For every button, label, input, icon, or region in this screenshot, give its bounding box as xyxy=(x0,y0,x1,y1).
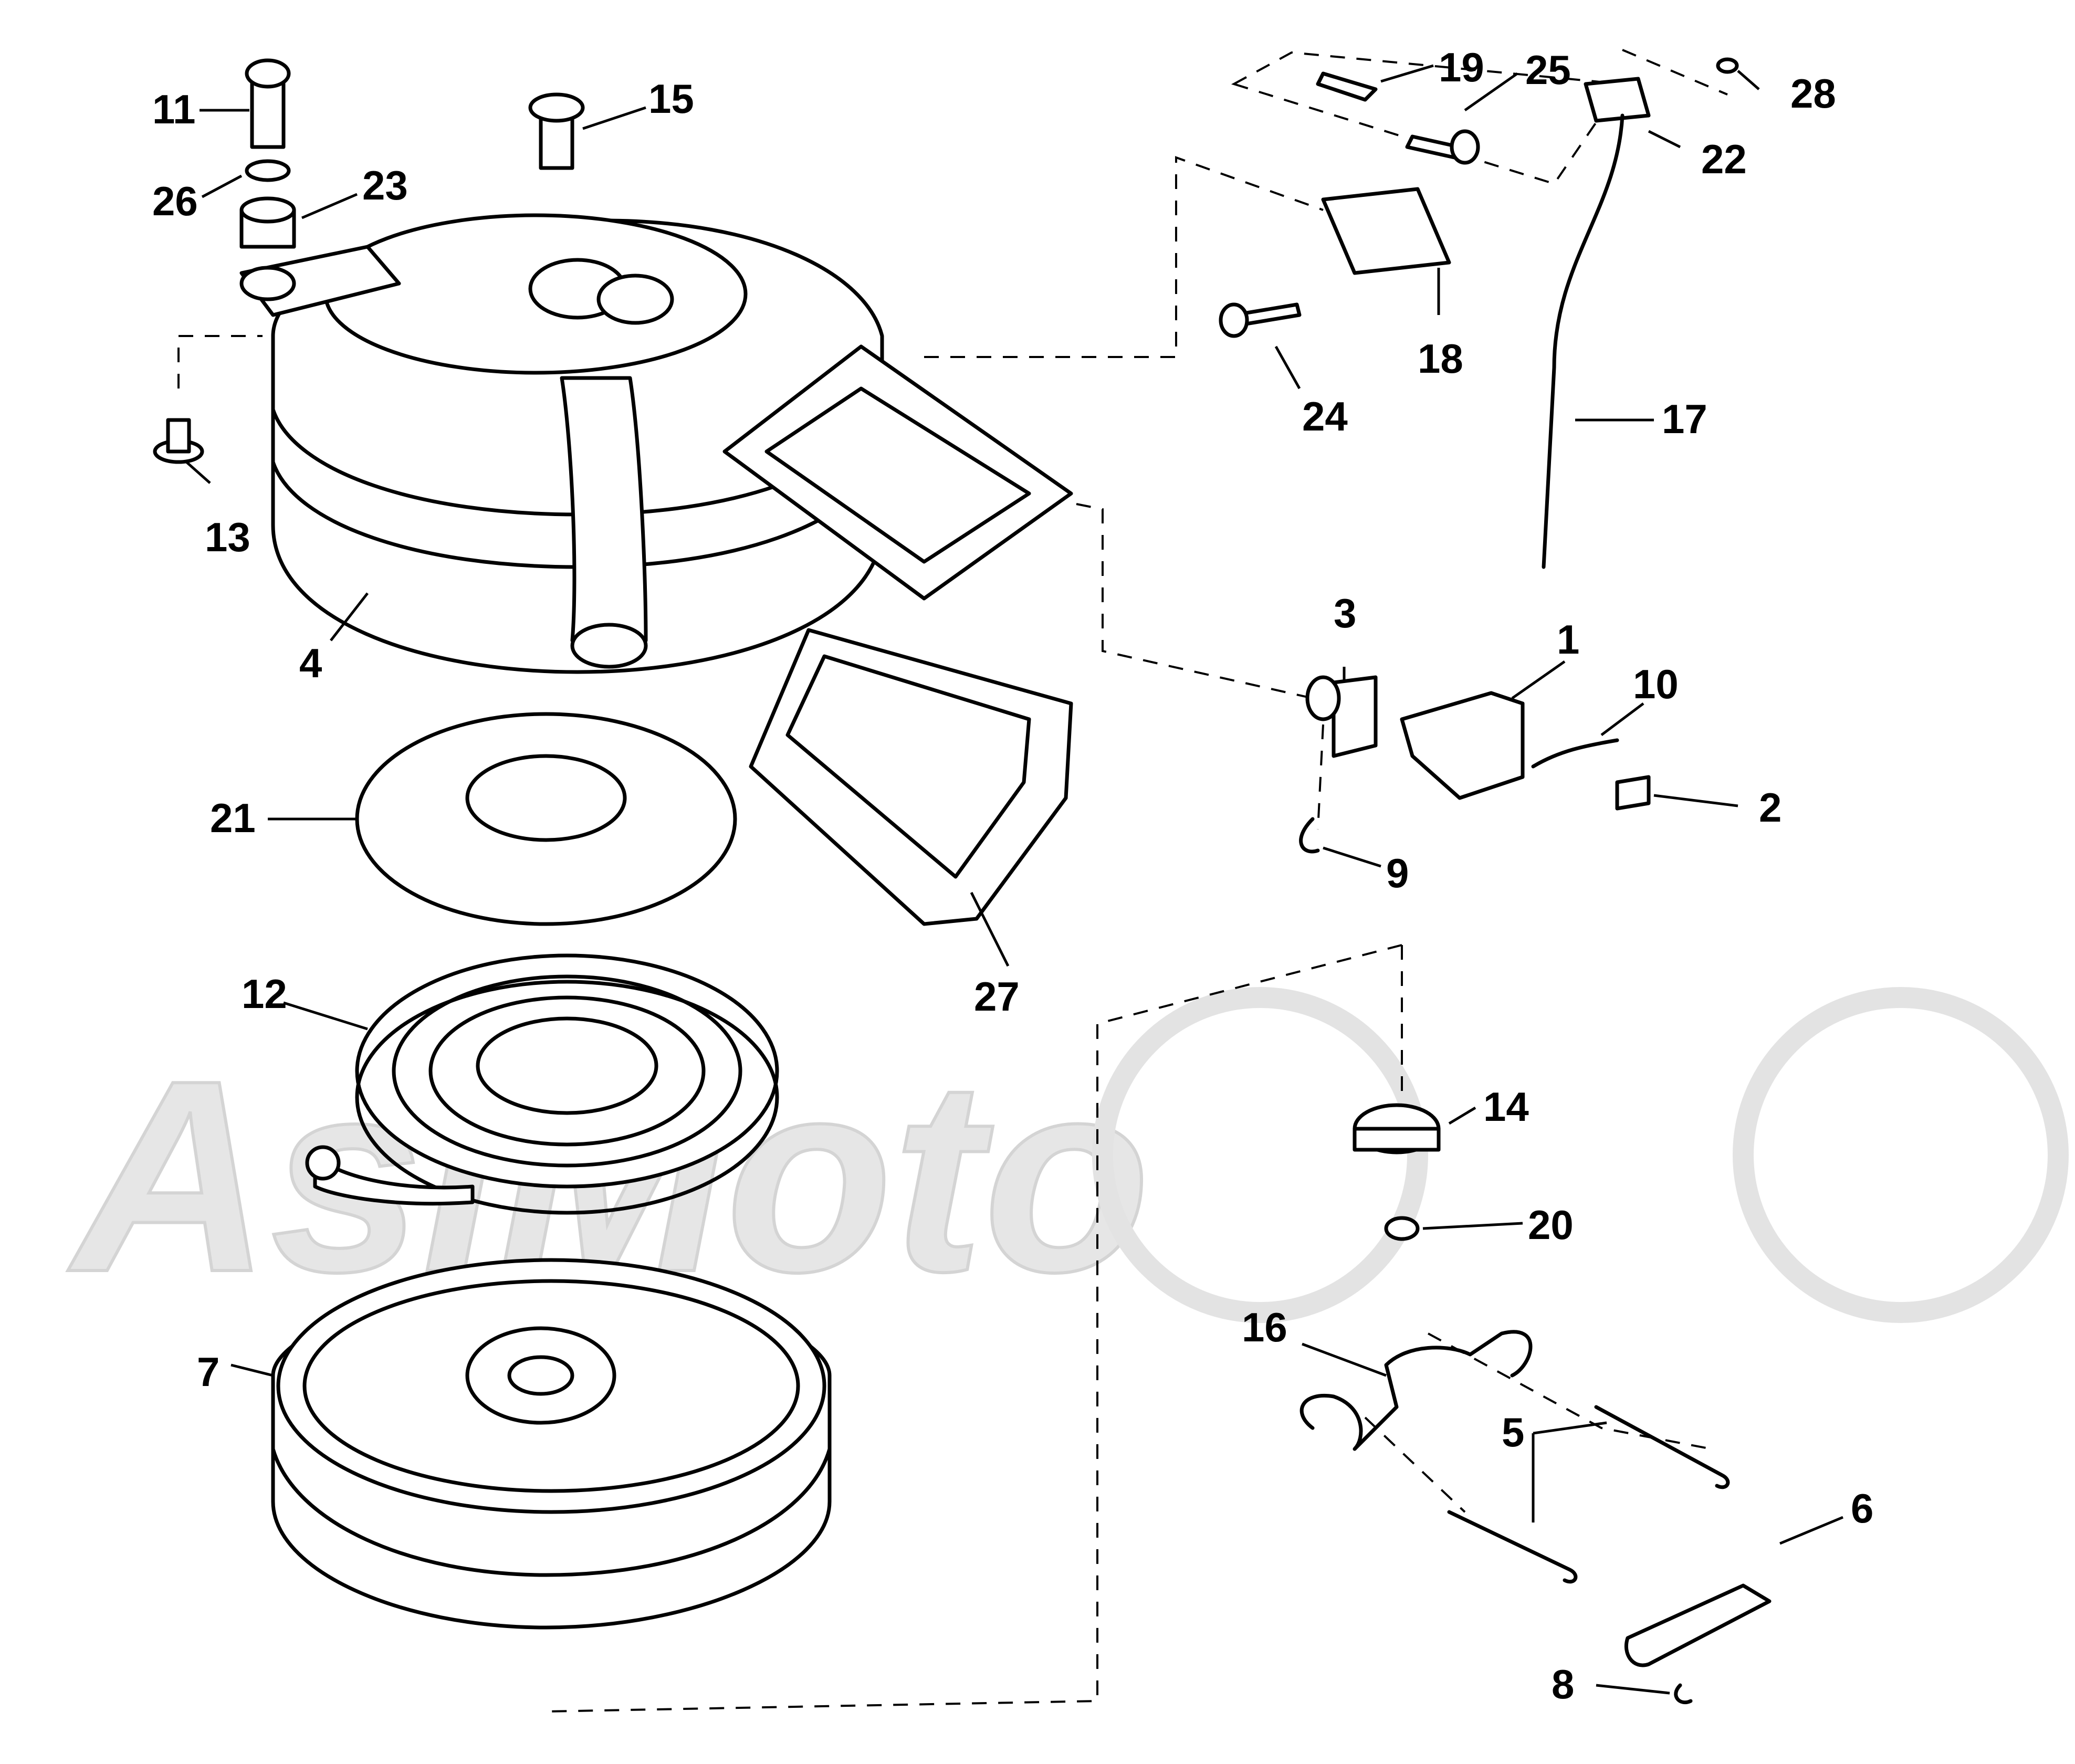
callout-3: 3 xyxy=(1334,590,1356,636)
part-16-spring xyxy=(1300,1330,1533,1451)
callout-8: 8 xyxy=(1552,1661,1574,1707)
part-3-handle-anchor xyxy=(1332,675,1378,758)
parts-top-left-fasteners xyxy=(153,58,585,464)
callout-17: 17 xyxy=(1662,396,1707,442)
callout-16: 16 xyxy=(1242,1304,1287,1350)
part-19-spring xyxy=(1316,71,1378,102)
parts-right-middle xyxy=(1299,675,1651,1241)
part-9-clip xyxy=(1299,817,1320,854)
callout-9: 9 xyxy=(1386,850,1409,896)
part-5-lower-link xyxy=(1447,1510,1578,1584)
callout-22: 22 xyxy=(1701,136,1747,182)
callout-2: 2 xyxy=(1759,784,1781,831)
part-4-recoil-housing xyxy=(239,213,1073,674)
callout-27: 27 xyxy=(974,973,1020,1020)
part-5-upper-link xyxy=(1594,1405,1730,1489)
part-20-nut xyxy=(1384,1216,1420,1241)
callout-19: 19 xyxy=(1439,44,1484,90)
part-28-screw xyxy=(1716,57,1739,74)
callout-21: 21 xyxy=(210,795,256,841)
callout-26: 26 xyxy=(152,178,198,224)
part-15-bolt xyxy=(539,113,574,170)
callout-15: 15 xyxy=(648,76,694,122)
callout-24: 24 xyxy=(1302,393,1348,439)
parts-lower-right xyxy=(1300,1330,1772,1705)
callout-25: 25 xyxy=(1525,47,1571,93)
part-21-plate xyxy=(355,712,737,926)
part-10-rope xyxy=(1531,738,1619,769)
callout-13: 13 xyxy=(205,514,250,560)
callout-6: 6 xyxy=(1851,1485,1873,1531)
part-12-rewind-spring xyxy=(305,953,779,1215)
leader-lines xyxy=(185,64,1843,1695)
watermark-wheel-right xyxy=(1733,987,2069,1323)
callout-5: 5 xyxy=(1502,1409,1524,1455)
callout-1: 1 xyxy=(1557,616,1579,663)
callout-10: 10 xyxy=(1633,661,1679,707)
part-27-guide-frame xyxy=(749,628,1073,926)
callout-7: 7 xyxy=(197,1349,219,1395)
part-6-pawl xyxy=(1624,1583,1772,1667)
part-8-retainer xyxy=(1674,1683,1693,1705)
part-2-insert xyxy=(1615,775,1651,811)
part-11-screw xyxy=(250,77,286,149)
part-1-handle xyxy=(1400,691,1525,800)
watermark-wheel-left xyxy=(1092,987,1428,1323)
parts-top-right xyxy=(1219,57,1739,569)
callout-20: 20 xyxy=(1528,1202,1574,1248)
callout-12: 12 xyxy=(242,971,287,1017)
part-26-washer xyxy=(245,159,291,182)
callout-labels: 11 15 26 23 13 4 21 12 7 27 19 25 28 22 … xyxy=(152,44,1873,1707)
callout-11: 11 xyxy=(152,86,195,132)
callout-28: 28 xyxy=(1790,70,1836,117)
callout-4: 4 xyxy=(299,640,322,686)
callout-14: 14 xyxy=(1483,1084,1529,1130)
part-18-lock-bracket xyxy=(1321,187,1451,275)
callout-18: 18 xyxy=(1418,335,1463,382)
part-22-clip xyxy=(1584,77,1651,123)
callout-23: 23 xyxy=(362,162,408,208)
part-17-link-rod xyxy=(1542,113,1625,569)
part-7-pulley xyxy=(271,1258,832,1630)
